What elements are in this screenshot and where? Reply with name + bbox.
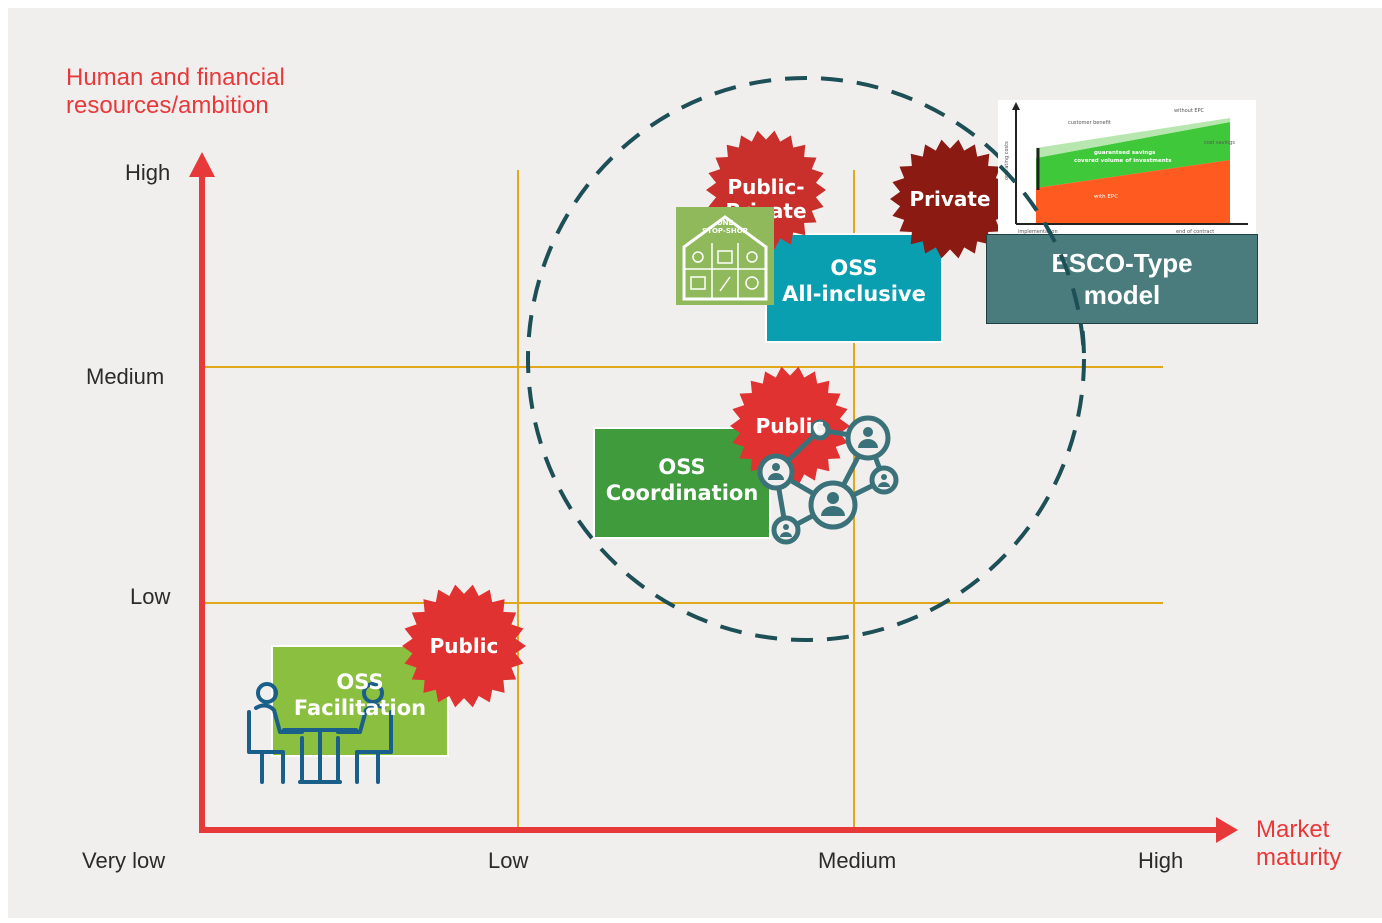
badge-private-label: Private [909, 187, 991, 211]
axes [189, 152, 1238, 843]
x-axis-title: Market maturity [1256, 816, 1342, 871]
esco-line1: ESCO-Type [1051, 248, 1193, 278]
badge-public-mid-label: Public [755, 414, 825, 438]
esco-label-cost-savings: cost savings [1204, 140, 1235, 146]
oss-all-inclusive-line2: All-inclusive [782, 282, 926, 306]
oss-logo-line2: STOP-SHOP [702, 227, 748, 235]
oss-all-inclusive-label: OSS All-inclusive [766, 246, 942, 316]
esco-type-model-box: ESCO-Type model [986, 234, 1258, 324]
y-level-low: Low [130, 584, 171, 609]
esco-line2: model [1083, 280, 1161, 310]
esco-label-guaranteed: guaranteed savings [1094, 150, 1156, 156]
esco-label-end-of-contract: end of contract [1176, 229, 1214, 235]
x-level-high: High [1138, 848, 1184, 873]
esco-label-customer-benefit: customer benefit [1068, 120, 1111, 126]
y-axis-arrow [189, 152, 215, 177]
oss-all-inclusive-line1: OSS [830, 256, 878, 280]
badge-public-mid [730, 366, 850, 486]
esco-savings-chart: customer benefit without EPC guaranteed … [998, 100, 1256, 236]
esco-label-without-epc: without EPC [1174, 108, 1205, 114]
esco-label-with-epc: with EPC [1094, 194, 1118, 200]
oss-logo-line1: ONE [717, 219, 734, 227]
y-level-medium: Medium [86, 364, 165, 389]
esco-label-covered: covered volume of investments [1074, 158, 1172, 164]
y-axis-title: Human and financial resources/ambition [66, 64, 285, 119]
badge-public-low-label: Public [429, 634, 499, 658]
x-level-very-low: Very low [82, 848, 166, 873]
oss-coordination-label: OSS Coordination [594, 445, 770, 515]
esco-savings-drawing: customer benefit without EPC guaranteed … [1004, 102, 1248, 235]
y-level-high: High [125, 160, 171, 185]
oss-coordination-line1: OSS [658, 455, 706, 479]
x-axis-arrow [1216, 817, 1238, 843]
badge-private [890, 139, 1010, 259]
oss-facilitation-line2: Facilitation [293, 696, 427, 720]
oss-facilitation-line1: OSS [336, 670, 384, 694]
network-people-icon [757, 415, 899, 545]
one-stop-shop-drawing: ONE STOP-SHOP [682, 215, 768, 301]
x-level-low: Low [488, 848, 529, 873]
badge-public-low [402, 584, 526, 708]
badges [402, 130, 1010, 708]
one-stop-shop-icon: ONE STOP-SHOP [676, 207, 774, 305]
esco-label-operating-costs: operating costs [1004, 141, 1010, 180]
oss-coordination-box [593, 427, 771, 539]
oss-coordination-line2: Coordination [605, 481, 759, 505]
meeting-people-icon [247, 682, 393, 784]
x-level-medium: Medium [818, 848, 897, 873]
oss-facilitation-label: OSS Facilitation [272, 660, 448, 730]
